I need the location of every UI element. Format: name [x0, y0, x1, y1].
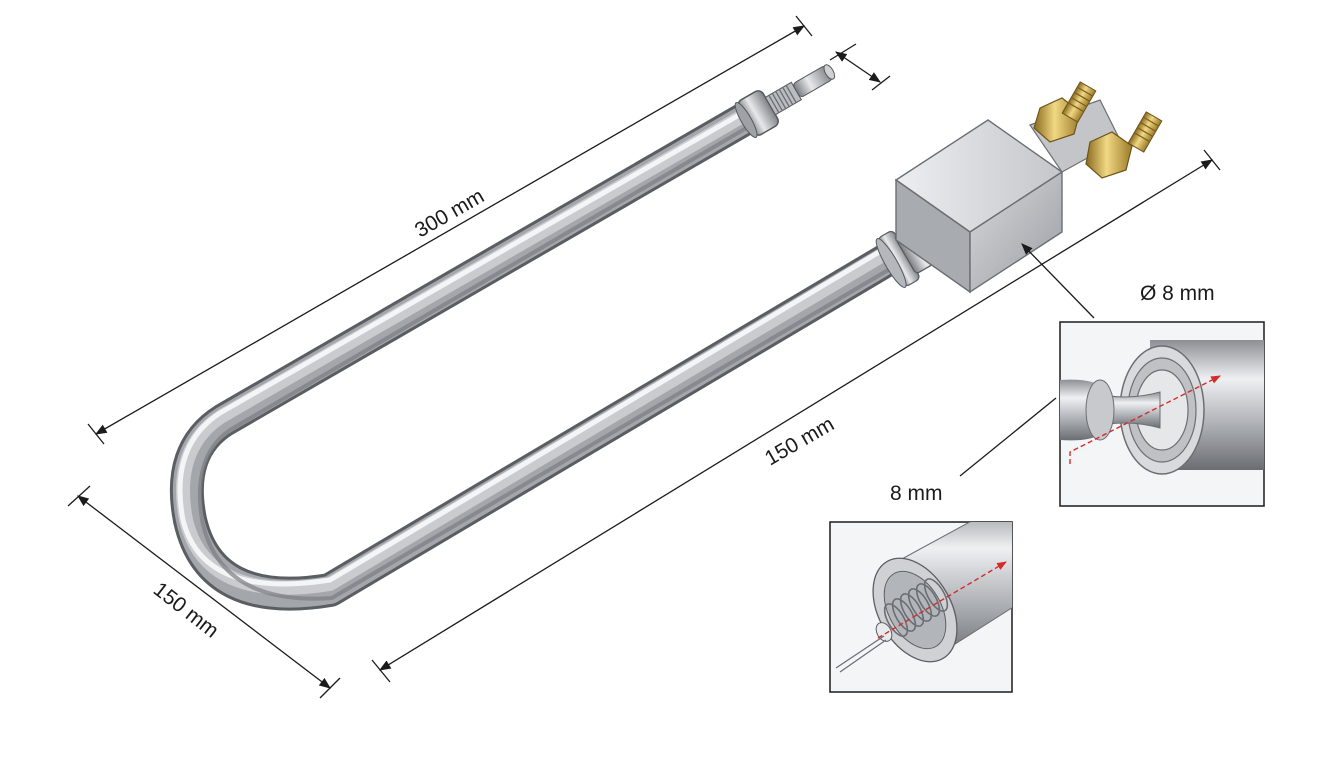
- inset-end-detail: [1059, 321, 1265, 507]
- current-path-arrow: [1069, 375, 1221, 464]
- heating-coil: [883, 578, 949, 637]
- dimension-lines: [67, 15, 1221, 699]
- terminal-assembly: [875, 81, 1163, 294]
- leader-diameter: [1021, 243, 1095, 319]
- dim-label-150-length: 150 mm: [761, 412, 838, 470]
- dim-label-300: 300 mm: [411, 184, 488, 242]
- dim-label-diameter: Ø 8 mm: [1140, 282, 1215, 305]
- u-tube: [169, 95, 929, 611]
- coil-current-arrow: [877, 561, 1007, 639]
- dim-line-stud: [835, 51, 881, 83]
- dim-line-150-width: [77, 495, 331, 689]
- dim-label-detail: 8 mm: [890, 482, 943, 505]
- brass-terminal-left: [1033, 81, 1097, 143]
- inset-coil-cutaway: [829, 521, 1013, 693]
- leader-detail: [959, 397, 1057, 477]
- top-end-fitting: [734, 64, 836, 138]
- dim-line-150-length: [379, 159, 1213, 671]
